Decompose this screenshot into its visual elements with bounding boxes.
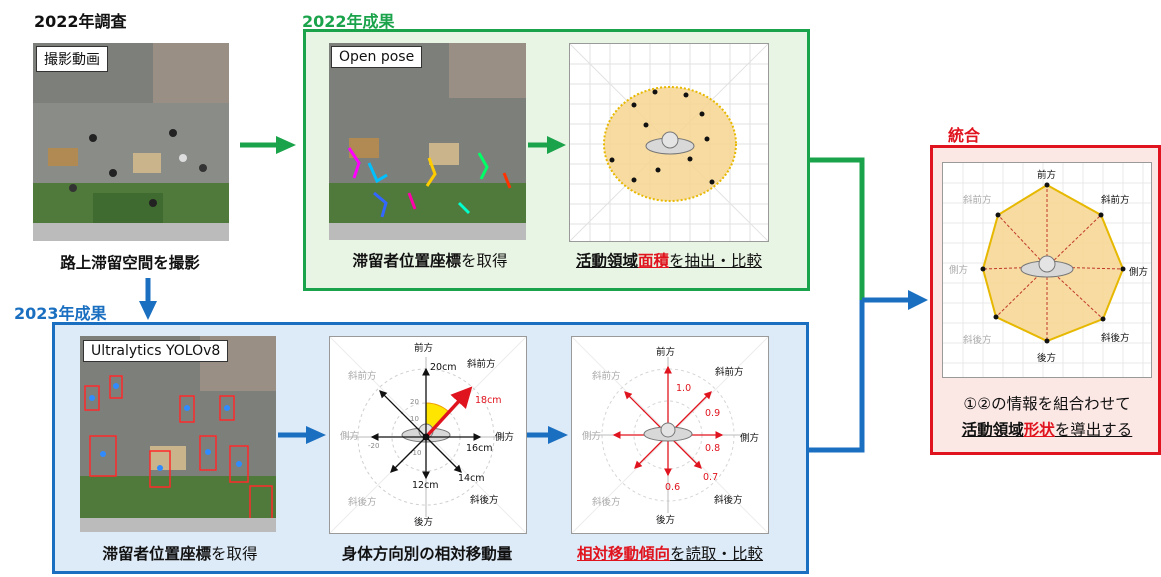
integration-plot: 前方 斜前方 斜前方 側方 側方 斜後方 斜後方 後方	[943, 163, 1151, 377]
mv-value-front-diag: 18cm	[475, 395, 502, 406]
in-label-back: 後方	[1037, 352, 1056, 364]
td-label-front-diag-l: 斜前方	[592, 370, 621, 382]
tick-20: 20	[410, 398, 419, 406]
person-head-icon	[661, 131, 679, 149]
header-2023-result: 2023年成果	[14, 304, 107, 323]
mv-label-back: 後方	[414, 516, 433, 528]
in-label-front-diag-r: 斜前方	[1101, 194, 1130, 206]
td-label-front-diag-r: 斜前方	[715, 366, 744, 378]
in-label-front: 前方	[1037, 169, 1056, 181]
movement-plot: 20 10 -10 -20 前方 斜前方 斜前方 側方 側方 斜後方 斜後方 後…	[330, 337, 526, 533]
connector-2023-to-merge	[809, 300, 865, 453]
mv-label-back-diag-l: 斜後方	[348, 496, 377, 508]
caption-integration-p3: を導出する	[1054, 421, 1133, 439]
origin-point	[422, 433, 430, 441]
caption-movement: 身体方向別の相対移動量	[341, 545, 513, 563]
mv-label-side-r: 側方	[495, 431, 514, 443]
mv-label-side-l: 側方	[340, 430, 359, 442]
td-label-side-l: 側方	[582, 430, 601, 442]
td-label-back-diag-l: 斜後方	[592, 496, 621, 508]
in-label-back-diag-r: 斜後方	[1101, 332, 1130, 344]
tendency-panel: 前方 斜前方 斜前方 側方 側方 斜後方 斜後方 後方 1.0 0.9 0.8 …	[571, 336, 769, 534]
caption-area-p2: 面積	[637, 252, 669, 270]
mv-value-front: 20cm	[430, 362, 457, 373]
tendency-plot: 前方 斜前方 斜前方 側方 側方 斜後方 斜後方 後方 1.0 0.9 0.8 …	[572, 337, 768, 533]
caption-pos-2023: 滞留者位置座標を取得	[80, 542, 280, 564]
tag-video: 撮影動画	[36, 46, 108, 72]
mv-label-front-diag-l: 斜前方	[348, 370, 377, 382]
caption-tendency: 相対移動傾向を読取・比較	[562, 542, 778, 564]
in-label-back-diag-l: 斜後方	[963, 334, 992, 346]
tick-m20: -20	[368, 442, 379, 450]
caption-pos-2022-rest: を取得	[461, 252, 508, 270]
mv-value-back: 12cm	[412, 480, 439, 491]
connector-2022-to-merge	[810, 157, 865, 300]
detection-scene-image	[80, 336, 276, 532]
td-label-side-r: 側方	[740, 432, 759, 444]
in-label-front-diag-l: 斜前方	[963, 194, 992, 206]
caption-pos-2023-rest: を取得	[211, 545, 258, 563]
mv-value-side: 16cm	[466, 443, 493, 454]
tag-yolo: Ultralytics YOLOv8	[83, 340, 229, 362]
caption-pos-2022: 滞留者位置座標を取得	[330, 249, 530, 271]
header-integration: 統合	[948, 126, 981, 145]
td-label-front: 前方	[656, 346, 675, 358]
area-plot	[570, 44, 768, 241]
area-plot-panel	[569, 43, 769, 242]
movement-panel: 20 10 -10 -20 前方 斜前方 斜前方 側方 側方 斜後方 斜後方 後…	[329, 336, 527, 534]
mv-label-back-diag-r: 斜後方	[470, 494, 499, 506]
td-value-back-diag: 0.7	[703, 472, 718, 483]
openpose-photo	[329, 43, 526, 240]
street-scene-image	[33, 43, 229, 241]
caption-integration-line1: ①②の情報を組合わせて	[963, 395, 1131, 413]
mv-label-front-diag-r: 斜前方	[467, 358, 496, 370]
caption-area-p1: 活動領域	[575, 252, 638, 270]
caption-tendency-p1: 相対移動傾向	[576, 545, 670, 563]
header-2022-result: 2022年成果	[302, 12, 395, 31]
mv-label-front: 前方	[414, 342, 433, 354]
tag-openpose: Open pose	[331, 46, 423, 68]
pose-scene-image	[329, 43, 526, 240]
mv-value-back-diag: 14cm	[458, 473, 485, 484]
caption-area-p3: を抽出・比較	[669, 252, 763, 270]
yolo-photo	[80, 336, 276, 532]
tick-10: 10	[410, 415, 419, 423]
caption-integration-line2: 活動領域形状を導出する	[938, 418, 1156, 440]
td-value-back: 0.6	[665, 482, 680, 493]
td-value-front: 1.0	[676, 383, 691, 394]
in-label-side-r: 側方	[1129, 266, 1148, 278]
caption-pos-2022-bold: 滞留者位置座標	[352, 252, 461, 270]
highlight-arrow	[424, 386, 473, 439]
caption-pos-2023-bold: 滞留者位置座標	[102, 545, 211, 563]
caption-integration-p1: 活動領域	[961, 421, 1024, 439]
td-label-back: 後方	[656, 514, 675, 526]
caption-survey: 路上滞留空間を撮影	[60, 254, 200, 272]
td-value-side: 0.8	[705, 443, 720, 454]
integration-panel: 前方 斜前方 斜前方 側方 側方 斜後方 斜後方 後方	[942, 162, 1152, 378]
caption-integration-p2: 形状	[1023, 421, 1055, 439]
survey-video-photo	[33, 43, 229, 241]
in-label-side-l: 側方	[949, 264, 968, 276]
caption-area: 活動領域面積を抽出・比較	[560, 249, 778, 271]
caption-tendency-p2: を読取・比較	[670, 545, 764, 563]
header-2022-survey: 2022年調査	[34, 12, 127, 31]
tick-m10: -10	[410, 449, 421, 457]
td-value-front-diag: 0.9	[705, 408, 720, 419]
td-label-back-diag-r: 斜後方	[714, 494, 743, 506]
